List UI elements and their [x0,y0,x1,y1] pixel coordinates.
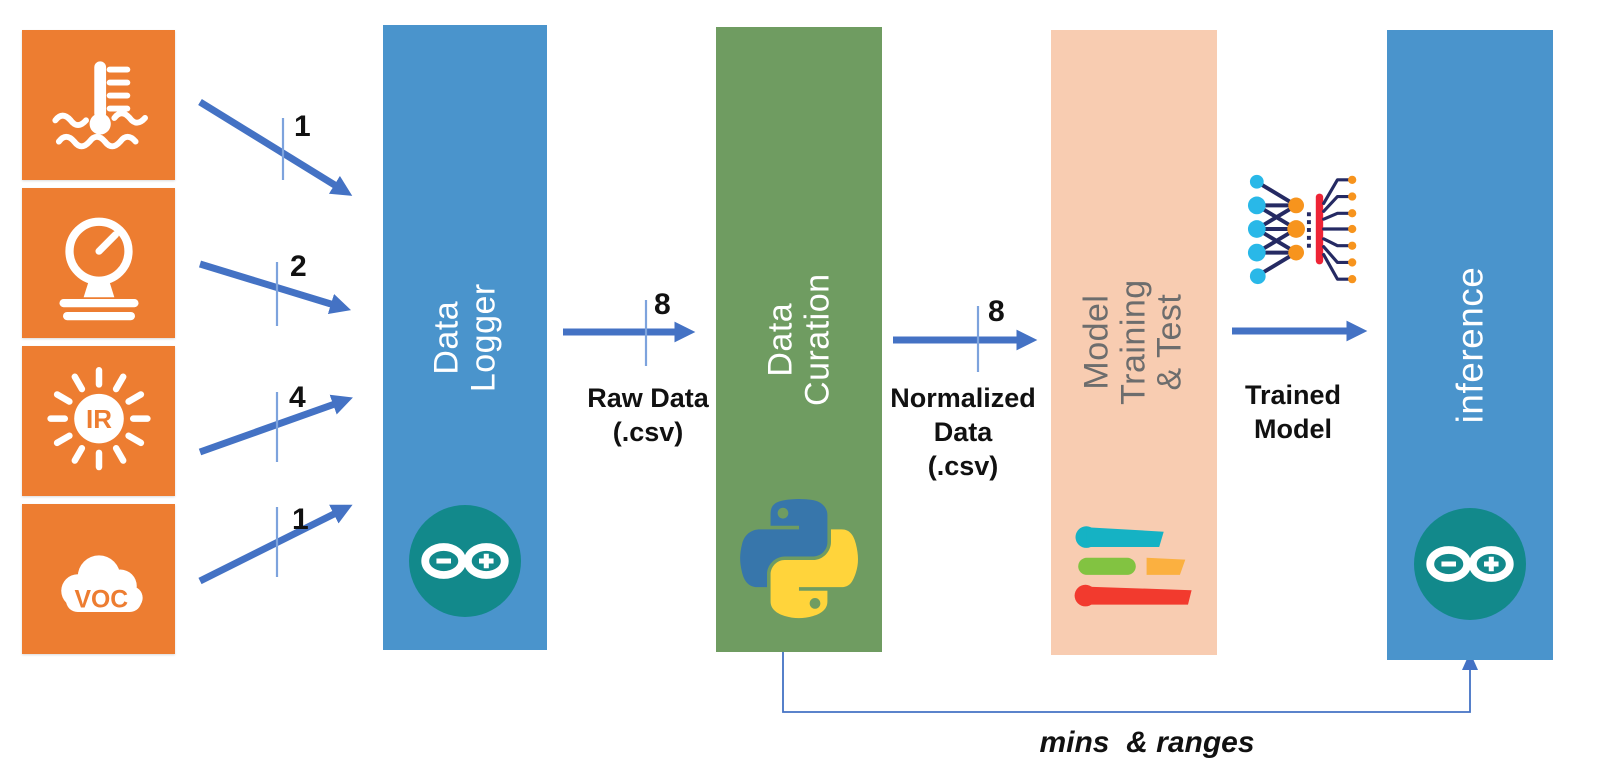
caption-trained-model: Trained Model [1244,380,1342,445]
voc-cloud-icon: VOC [60,555,143,613]
sensor-tile-ir: IR [22,346,175,496]
channel-count-ir: 4 [289,381,306,414]
stage-data-curation-label: Data Curation [761,273,836,406]
stage-inference: inference [1387,30,1553,660]
feedback-line-curation-to-inference [782,652,1471,713]
bus-width-normalized: 8 [988,295,1005,328]
stage-data-logger: Data Logger [383,25,547,650]
arduino-logo-icon [1414,508,1526,620]
stage-inference-label: inference [1449,266,1491,424]
arrow-voc-to-logger [198,504,353,585]
water-temperature-icon [51,61,148,150]
sensor-tile-pressure [22,188,175,338]
channel-count-pressure: 2 [290,250,307,283]
pressure-gauge-icon [58,217,139,321]
voc-label: VOC [74,586,128,613]
python-logo-icon [740,498,859,619]
stage-data-curation: Data Curation [716,27,882,652]
channel-count-temp: 1 [294,110,311,143]
gantt-bars-icon [1074,526,1192,607]
arrow-temp-to-logger [198,99,353,196]
stage-data-logger-label: Data Logger [427,283,502,392]
ir-label: IR [86,404,112,434]
neural-network-icon [1247,174,1357,285]
arduino-logo-icon [409,505,521,617]
caption-raw-data: Raw Data (.csv) [587,383,709,448]
ir-sun-icon: IR [46,367,151,471]
channel-count-voc: 1 [292,503,309,536]
stage-model-training-label: Model Training & Test [1077,279,1190,406]
arrow-ir-to-logger [198,394,353,456]
bus-width-raw: 8 [654,288,671,321]
caption-normalized-data: Normalized Data (.csv) [890,383,1036,482]
sensor-tile-water-temperature [22,30,175,180]
arrow-pressure-to-logger [198,260,352,315]
feedback-label: mins & ranges [1039,726,1255,759]
stage-model-training: Model Training & Test [1051,30,1217,655]
sensor-tile-voc: VOC [22,504,175,654]
